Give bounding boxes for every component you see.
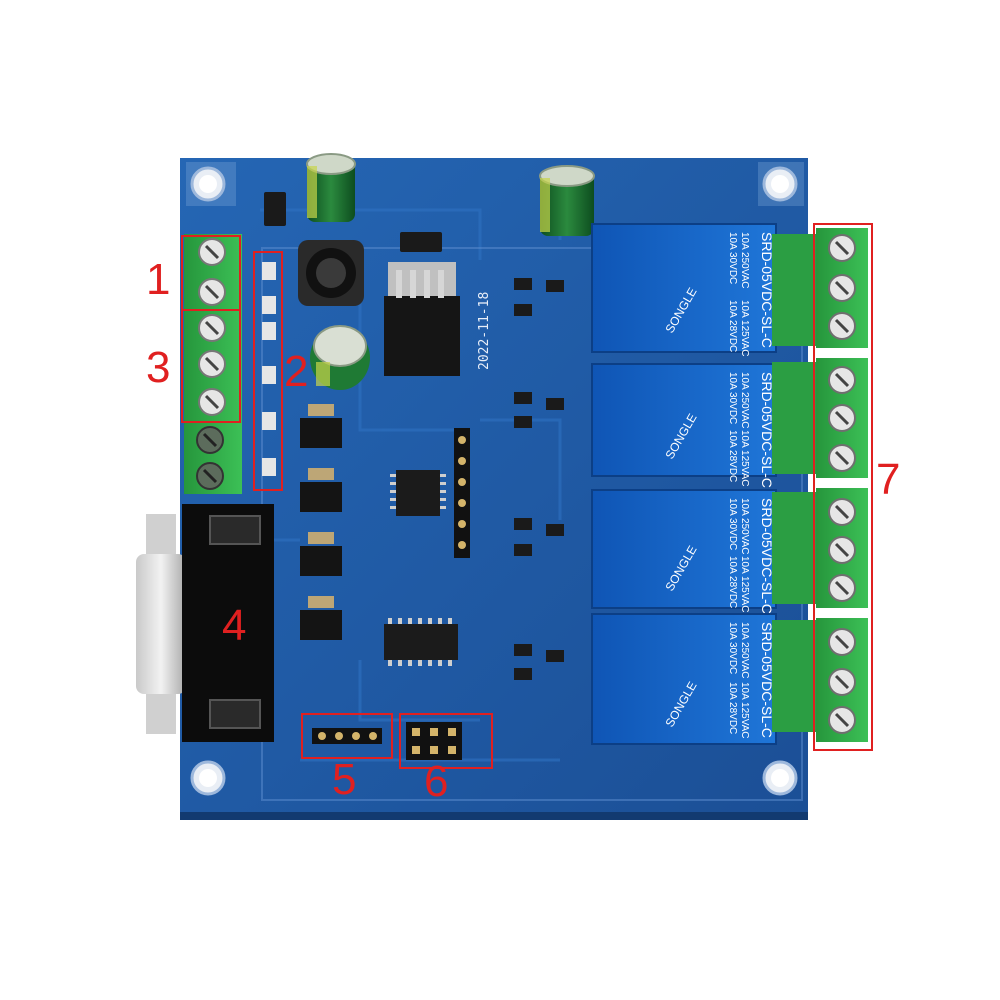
relay-rating-3: 10A 125VAC <box>739 682 750 739</box>
relay-model: SRD-05VDC-SL-C <box>759 498 775 614</box>
pin-header-vertical <box>454 428 470 558</box>
callout-number-1: 1 <box>146 255 170 304</box>
screw-icon <box>828 274 856 302</box>
capacitor-icon <box>306 153 356 222</box>
date-mark: 2022-11-18 <box>477 292 492 370</box>
screw-icon <box>198 278 226 306</box>
relay-rating-4: 10A 28VDC <box>727 300 738 352</box>
screw-icon <box>828 312 856 340</box>
relay-model: SRD-05VDC-SL-C <box>759 622 775 738</box>
relay-rating-2: 10A 30VDC <box>727 622 738 674</box>
relay-rating-1: 10A 250VAC <box>739 498 750 555</box>
driver-transistors <box>514 278 564 680</box>
relay-rating-1: 10A 250VAC <box>739 232 750 289</box>
screw-icon <box>828 366 856 394</box>
chip-icon <box>384 262 460 376</box>
screw-icon <box>828 536 856 564</box>
relay-rating-1: 10A 250VAC <box>739 622 750 679</box>
capacitor-icon <box>310 325 370 390</box>
screw-icon <box>828 234 856 262</box>
callout-boxes <box>181 223 873 769</box>
relay-rating-4: 10A 28VDC <box>727 682 738 734</box>
callout-box-2 <box>253 251 283 491</box>
callout-number-6: 6 <box>424 757 448 806</box>
relay: SRD-05VDC-SL-C 10A 250VAC 10A 30VDC 10A … <box>591 489 777 614</box>
callout-box-3 <box>181 309 241 423</box>
screw-icon <box>198 314 226 342</box>
mounting-hole-icon <box>190 760 226 796</box>
screw-icon <box>828 628 856 656</box>
callout-number-5: 5 <box>332 755 356 804</box>
relay-rating-2: 10A 30VDC <box>727 232 738 284</box>
screw-icon <box>198 350 226 378</box>
mounting-hole-icon <box>762 760 798 796</box>
relay-rating-3: 10A 125VAC <box>739 556 750 613</box>
callout-number-4: 4 <box>222 601 246 650</box>
screw-icon <box>198 388 226 416</box>
relay-rating-4: 10A 28VDC <box>727 430 738 482</box>
callout-number-3: 3 <box>146 343 170 392</box>
relay-rating-2: 10A 30VDC <box>727 372 738 424</box>
relay-model: SRD-05VDC-SL-C <box>759 232 775 348</box>
chip-icon <box>384 618 458 666</box>
relay-rating-2: 10A 30VDC <box>727 498 738 550</box>
callout-box-5 <box>301 713 393 759</box>
screw-icon <box>828 706 856 734</box>
pin-header-4 <box>312 728 382 744</box>
screw-icon <box>828 498 856 526</box>
screw-icon <box>828 574 856 602</box>
right-terminal-block <box>772 228 868 742</box>
relay-rating-1: 10A 250VAC <box>739 372 750 429</box>
screw-icon <box>196 462 224 490</box>
optocoupler-column <box>300 404 342 640</box>
pcb-edge <box>180 812 808 820</box>
callout-number-7: 7 <box>876 455 900 504</box>
callout-number-2: 2 <box>284 347 308 396</box>
db9-connector <box>136 504 274 742</box>
screw-icon <box>196 426 224 454</box>
screw-icon <box>828 444 856 472</box>
jumper-header <box>406 722 462 760</box>
relay-rating-3: 10A 125VAC <box>739 300 750 357</box>
screw-icon <box>828 404 856 432</box>
relay-model: SRD-05VDC-SL-C <box>759 372 775 488</box>
callout-box-7 <box>813 223 873 751</box>
relay: SRD-05VDC-SL-C 10A 250VAC 10A 30VDC 10A … <box>591 223 777 357</box>
screw-icon <box>198 238 226 266</box>
inductor-icon <box>298 240 364 306</box>
capacitor-icon <box>539 165 595 236</box>
relay-block: SRD-05VDC-SL-C 10A 250VAC 10A 30VDC 10A … <box>591 223 777 745</box>
relay: SRD-05VDC-SL-C 10A 250VAC 10A 30VDC 10A … <box>591 613 777 745</box>
led-indicator-column <box>262 262 276 476</box>
relay-rating-4: 10A 28VDC <box>727 556 738 608</box>
left-terminal-block <box>184 234 242 494</box>
mounting-hole-icon <box>186 162 236 206</box>
screw-icon <box>828 668 856 696</box>
callout-box-6 <box>399 713 493 769</box>
mounting-holes <box>186 162 804 796</box>
smd-parts <box>264 192 442 252</box>
chip-icon <box>390 470 446 516</box>
relay-rating-3: 10A 125VAC <box>739 430 750 487</box>
mounting-hole-icon <box>758 162 804 206</box>
relay: SRD-05VDC-SL-C 10A 250VAC 10A 30VDC 10A … <box>591 363 777 488</box>
